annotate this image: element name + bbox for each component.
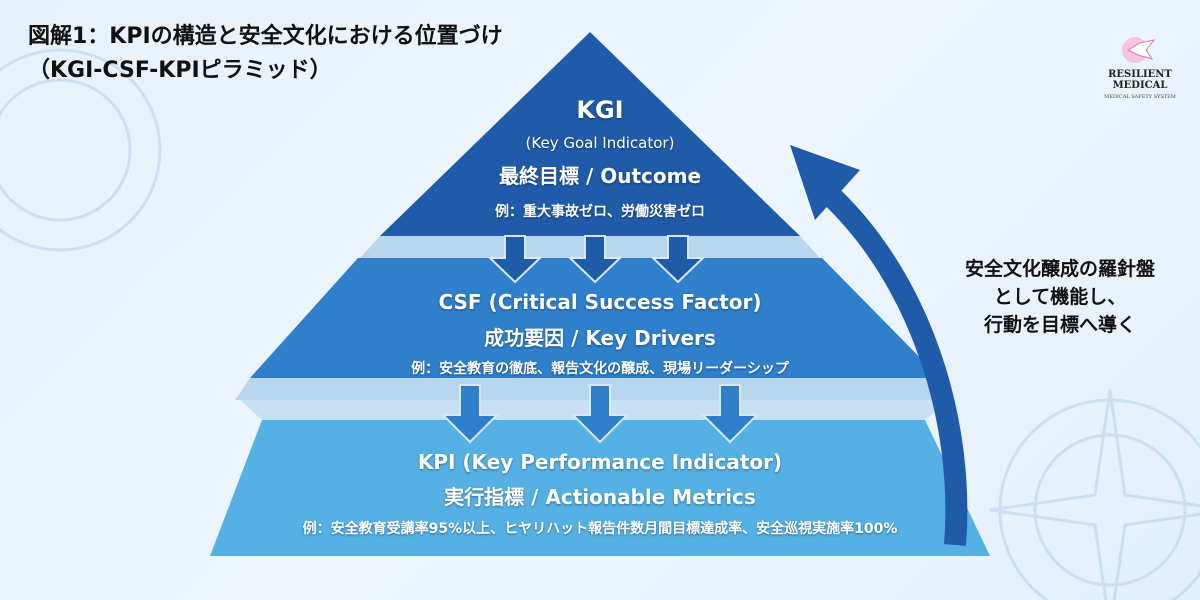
kgi-tier [380,32,800,236]
logo: RESILIENT MEDICAL MEDICAL SAFETY SYSTEM [1085,35,1195,100]
side-note-line1: 安全文化醸成の羅針盤 [964,258,1155,280]
csf-label: 成功要因 / Key Drivers [484,326,716,350]
csf-heading: CSF (Critical Success Factor) [438,290,762,314]
down-arrows [440,235,760,444]
page-title: 図解1：KPIの構造と安全文化における位置づけ （KGI-CSF-KPIピラミッ… [28,20,503,88]
arrow-down-icon [567,235,623,284]
arrow-down-icon [570,384,630,444]
arrow-down-icon [700,384,760,444]
kgi-abbr: KGI [576,96,624,124]
kpi-example: 例：安全教育受講率95%以上、ヒヤリハット報告件数月間目標達成率、安全巡視実施率… [302,521,898,537]
kgi-label: 最終目標 / Outcome [498,164,702,188]
dove-icon [1122,37,1156,63]
csf-example: 例：安全教育の徹底、報告文化の醸成、現場リーダーシップ [411,361,789,377]
kpi-tier [210,420,990,556]
arrow-down-icon [487,235,543,284]
arrow-down-icon [650,235,706,284]
logo-name: RESILIENT MEDICAL [1108,69,1172,91]
kgi-full: (Key Goal Indicator) [525,134,675,152]
csf-tier [250,258,940,378]
kgi-example: 例：重大事故ゼロ、労働災害ゼロ [495,204,705,220]
kpi-heading: KPI (Key Performance Indicator) [417,450,783,474]
side-note-line3: 行動を目標へ導く [983,314,1136,336]
kpi-label: 実行指標 / Actionable Metrics [444,485,756,509]
arrow-down-icon [440,384,500,444]
title-line1: 図解1：KPIの構造と安全文化における位置づけ [28,24,503,49]
logo-tagline: MEDICAL SAFETY SYSTEM [1104,94,1176,100]
compass-decoration [0,48,1200,600]
curved-arrow-head-icon [790,145,860,220]
side-note-line2: として機能し、 [993,286,1127,308]
curved-up-arrow-icon [822,187,968,546]
title-line2: （KGI-CSF-KPIピラミッド） [28,58,332,83]
side-note: 安全文化醸成の羅針盤 として機能し、 行動を目標へ導く [920,255,1200,339]
